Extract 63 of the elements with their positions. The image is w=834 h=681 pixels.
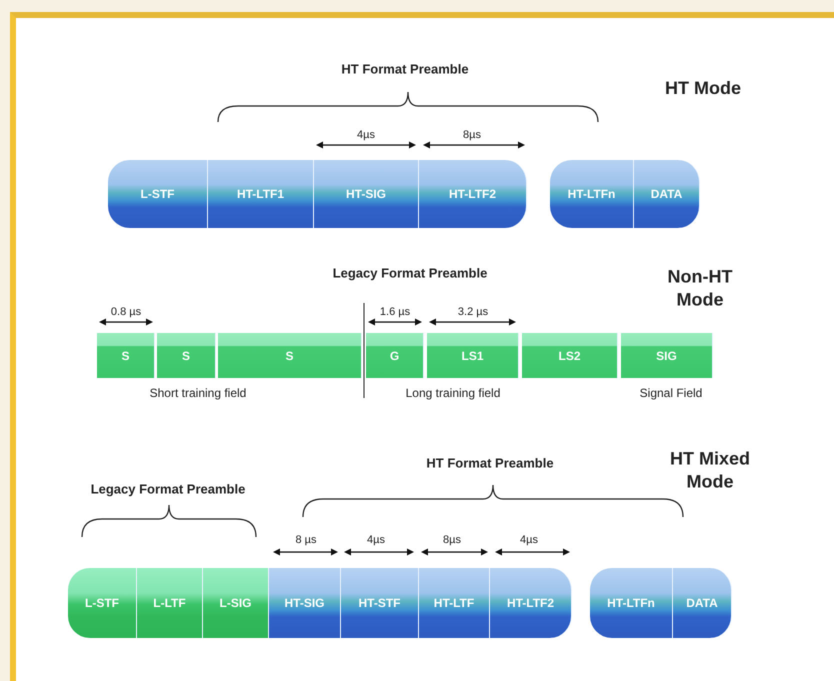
- field-segment: [97, 333, 155, 378]
- segment-label: HT-LTF: [434, 596, 474, 610]
- segment-label: HT-LTFn: [568, 187, 616, 201]
- segment-label: HT-LTF2: [448, 187, 496, 201]
- segment-label: L-STF: [85, 596, 119, 610]
- segment-label: DATA: [686, 596, 718, 610]
- segment-label: HT-SIG: [284, 596, 324, 610]
- field-caption: Short training field: [150, 386, 246, 400]
- preamble-label: Legacy Format Preamble: [90, 482, 246, 496]
- frame-segment: [314, 160, 419, 228]
- mode-title: Non-HT Mode: [666, 266, 734, 310]
- frame-segment: [341, 568, 419, 638]
- duration-label: 0.8 µs: [110, 306, 142, 318]
- duration-label: 4µs: [367, 534, 385, 546]
- duration-label: 8µs: [443, 534, 461, 546]
- segment-label: G: [390, 348, 400, 362]
- segment-label: HT-LTFn: [607, 596, 655, 610]
- field-segment: [522, 333, 618, 378]
- segment-label: S: [182, 348, 190, 362]
- segment-label: LS1: [461, 348, 484, 362]
- frame-segment: [673, 568, 732, 638]
- segment-label: L-LTF: [153, 596, 186, 610]
- frame-segment: [419, 568, 490, 638]
- preamble-label: Legacy Format Preamble: [332, 266, 488, 280]
- segment-label: S: [285, 348, 294, 362]
- segment-label: HT-LTF1: [236, 187, 284, 201]
- duration-label: 4µs: [357, 129, 375, 141]
- frame-segment: [208, 160, 314, 228]
- preamble-label: HT Format Preamble: [341, 62, 469, 76]
- field-segment: [621, 333, 713, 378]
- duration-label: 8µs: [463, 129, 481, 141]
- frame-segment: [590, 568, 673, 638]
- frame-segment: [68, 568, 137, 638]
- segment-label: DATA: [650, 187, 682, 201]
- frame-segment: [137, 568, 203, 638]
- segment-label: HT-SIG: [346, 187, 386, 201]
- frame-segment: [550, 160, 634, 228]
- frame-segment: [634, 160, 700, 228]
- duration-label: 1.6 µs: [380, 306, 410, 318]
- segment-label: SIG: [656, 348, 677, 362]
- field-segment: [157, 333, 216, 378]
- field-segment: [218, 333, 362, 378]
- field-segment: [427, 333, 519, 378]
- field-segment: [366, 333, 424, 378]
- segment-label: L-SIG: [220, 596, 252, 610]
- segment-label: HT-STF: [358, 596, 400, 610]
- segment-label: L-STF: [140, 187, 174, 201]
- frame-segment: [419, 160, 527, 228]
- segment-label: LS2: [558, 348, 580, 362]
- mode-title: HT Mode: [664, 76, 742, 100]
- duration-label: 8 µs: [296, 534, 316, 546]
- frame-segment: [203, 568, 269, 638]
- frame-segment: [269, 568, 341, 638]
- segment-label: S: [121, 348, 130, 362]
- frame-segment: [490, 568, 572, 638]
- preamble-label: HT Format Preamble: [426, 456, 554, 470]
- duration-label: 4µs: [520, 534, 538, 546]
- mode-title: HT Mixed Mode: [668, 448, 751, 492]
- field-caption: Long training field: [406, 386, 500, 400]
- field-caption: Signal Field: [640, 386, 702, 400]
- frame-segment: [108, 160, 208, 228]
- duration-label: 3.2 µs: [458, 306, 488, 318]
- segment-label: HT-LTF2: [506, 596, 554, 610]
